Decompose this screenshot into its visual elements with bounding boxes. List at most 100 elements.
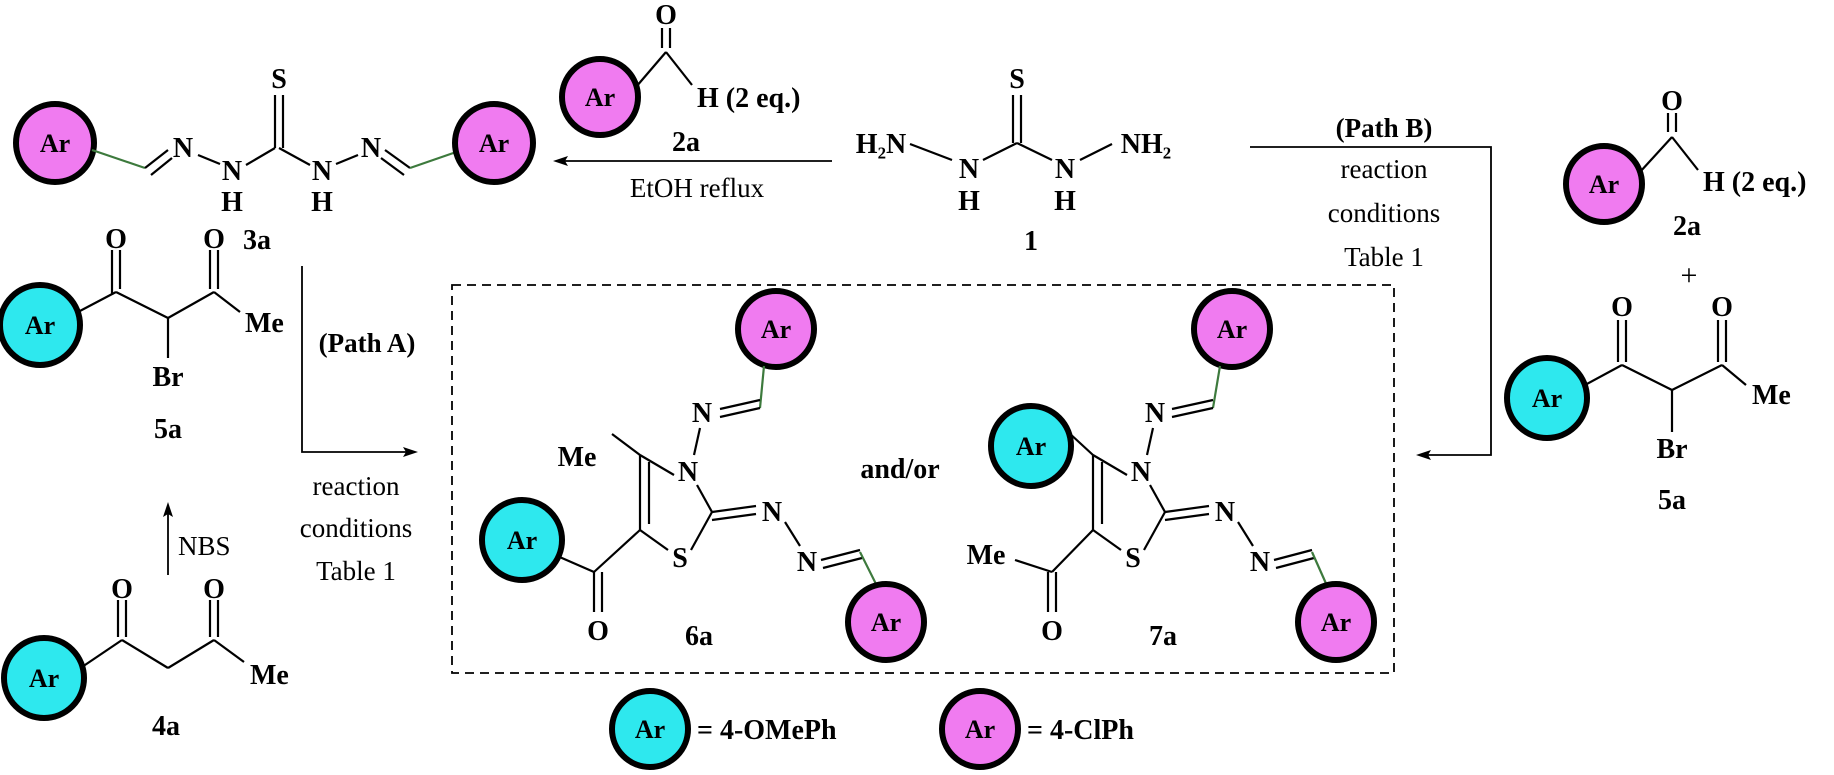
compound-3a: Ar N N H S N H N Ar 3a [13,64,536,256]
atom-n: N [797,547,817,578]
condition-conditions: conditions [1328,198,1441,228]
compound-label-7a: 7a [1149,621,1177,652]
aryl-circle-cyan [988,403,1074,489]
legend: Ar = 4-OMePh Ar = 4-ClPh [609,688,1134,770]
atom-n: N [1055,154,1075,185]
atom-o: O [203,574,225,605]
aryl-label: Ar [635,715,665,744]
condition-conditions: conditions [300,513,413,543]
atom-n: N [678,457,698,488]
compound-label-2a: 2a [672,127,700,158]
condition-nbs: NBS [178,531,231,561]
nbs-arrow: NBS [163,502,231,575]
atom-nh2: NH₂ [1121,129,1171,160]
compound-5a-right: Ar O Br O Me 5a [1504,292,1791,516]
atom-n: N [762,497,782,528]
compound-label-3a: 3a [243,225,271,256]
compound-label-4a: 4a [152,711,180,742]
and-or-label: and/or [860,454,939,485]
compound-label-6a: 6a [685,621,713,652]
path-a-arrow: (Path A) reaction conditions Table 1 [300,266,418,586]
compound-2a-right: Ar O H (2 eq.) 2a + [1563,86,1806,292]
legend-cyan-circle [609,688,691,770]
condition-table: Table 1 [1344,242,1424,272]
aryl-label: Ar [40,129,70,158]
atom-n: N [312,156,332,187]
atom-n: N [1215,497,1235,528]
atom-s: S [1125,543,1141,574]
atom-o: O [1041,616,1063,647]
aryl-circle-pink [13,101,97,185]
atom-me: Me [967,540,1006,571]
atom-me: Me [558,442,597,473]
aryl-circle-pink [1563,143,1645,225]
atom-s: S [672,543,688,574]
label-path-b: (Path B) [1336,113,1433,143]
aryl-circle-pink [735,288,817,370]
atom-o: O [1611,292,1633,323]
aryl-label: Ar [1016,432,1046,461]
atom-o: O [111,574,133,605]
atom-n: N [1145,398,1165,429]
compound-label-2a: 2a [1673,211,1701,242]
compound-5a-left: Ar O Br O Me 5a [0,224,284,445]
aryl-circle-pink [452,101,536,185]
aryl-label: Ar [1532,384,1562,413]
atom-h: H [1054,186,1076,217]
aryl-label: Ar [585,83,615,112]
atom-h: H [958,186,980,217]
aryl-label: Ar [25,311,55,340]
atom-n: N [1250,547,1270,578]
compound-6a: Ar N N S N N Ar Me O Ar 6a [479,288,927,663]
condition-reaction: reaction [1341,154,1428,184]
aldehyde-h-2eq: H (2 eq.) [697,83,800,114]
atom-h2n: H₂N [856,129,906,160]
compound-2a-top: Ar O H (2 eq.) 2a [559,0,800,158]
plus-sign: + [1681,259,1698,292]
legend-pink-circle [939,688,1021,770]
path-b-arrow: (Path B) reaction conditions Table 1 [1250,113,1492,460]
atom-me: Me [1752,380,1791,411]
atom-n: N [1131,457,1151,488]
condition-reaction: reaction [313,471,400,501]
compound-1: H₂N N H S N H NH₂ 1 [856,64,1171,257]
aryl-circle-cyan [1,635,87,721]
aryl-label: Ar [507,526,537,555]
aryl-circle-pink [1191,288,1273,370]
atom-o: O [203,224,225,255]
compound-label-1: 1 [1024,226,1038,257]
atom-me: Me [250,660,289,691]
legend-cyan-label: = 4-OMePh [697,715,837,746]
atom-br: Br [1656,434,1687,465]
aryl-label: Ar [1217,315,1247,344]
aryl-circle-pink [1295,581,1377,663]
atom-br: Br [152,362,183,393]
atom-s: S [271,64,287,95]
atom-h: H [221,187,243,218]
aryl-label: Ar [1321,608,1351,637]
aryl-circle-pink [559,56,641,138]
aryl-circle-cyan [1504,355,1590,441]
atom-n: N [692,398,712,429]
aryl-label: Ar [479,129,509,158]
compound-label-5a: 5a [154,414,182,445]
aryl-label: Ar [29,664,59,693]
legend-pink-label: = 4-ClPh [1027,715,1134,746]
atom-n: N [959,154,979,185]
atom-o: O [587,616,609,647]
compound-7a: Ar N N S N N Ar Ar O Me 7a [967,288,1377,663]
aryl-circle-cyan [479,497,565,583]
label-path-a: (Path A) [319,328,416,358]
atom-o: O [1661,86,1683,117]
atom-h: H [311,187,333,218]
aryl-label: Ar [965,715,995,744]
aryl-label: Ar [761,315,791,344]
atom-o: O [655,0,677,31]
compound-label-5a: 5a [1658,485,1686,516]
product-box [451,284,1395,674]
atom-n: N [222,156,242,187]
aryl-label: Ar [871,608,901,637]
aryl-circle-cyan [0,282,83,368]
aldehyde-h-2eq: H (2 eq.) [1703,167,1806,198]
